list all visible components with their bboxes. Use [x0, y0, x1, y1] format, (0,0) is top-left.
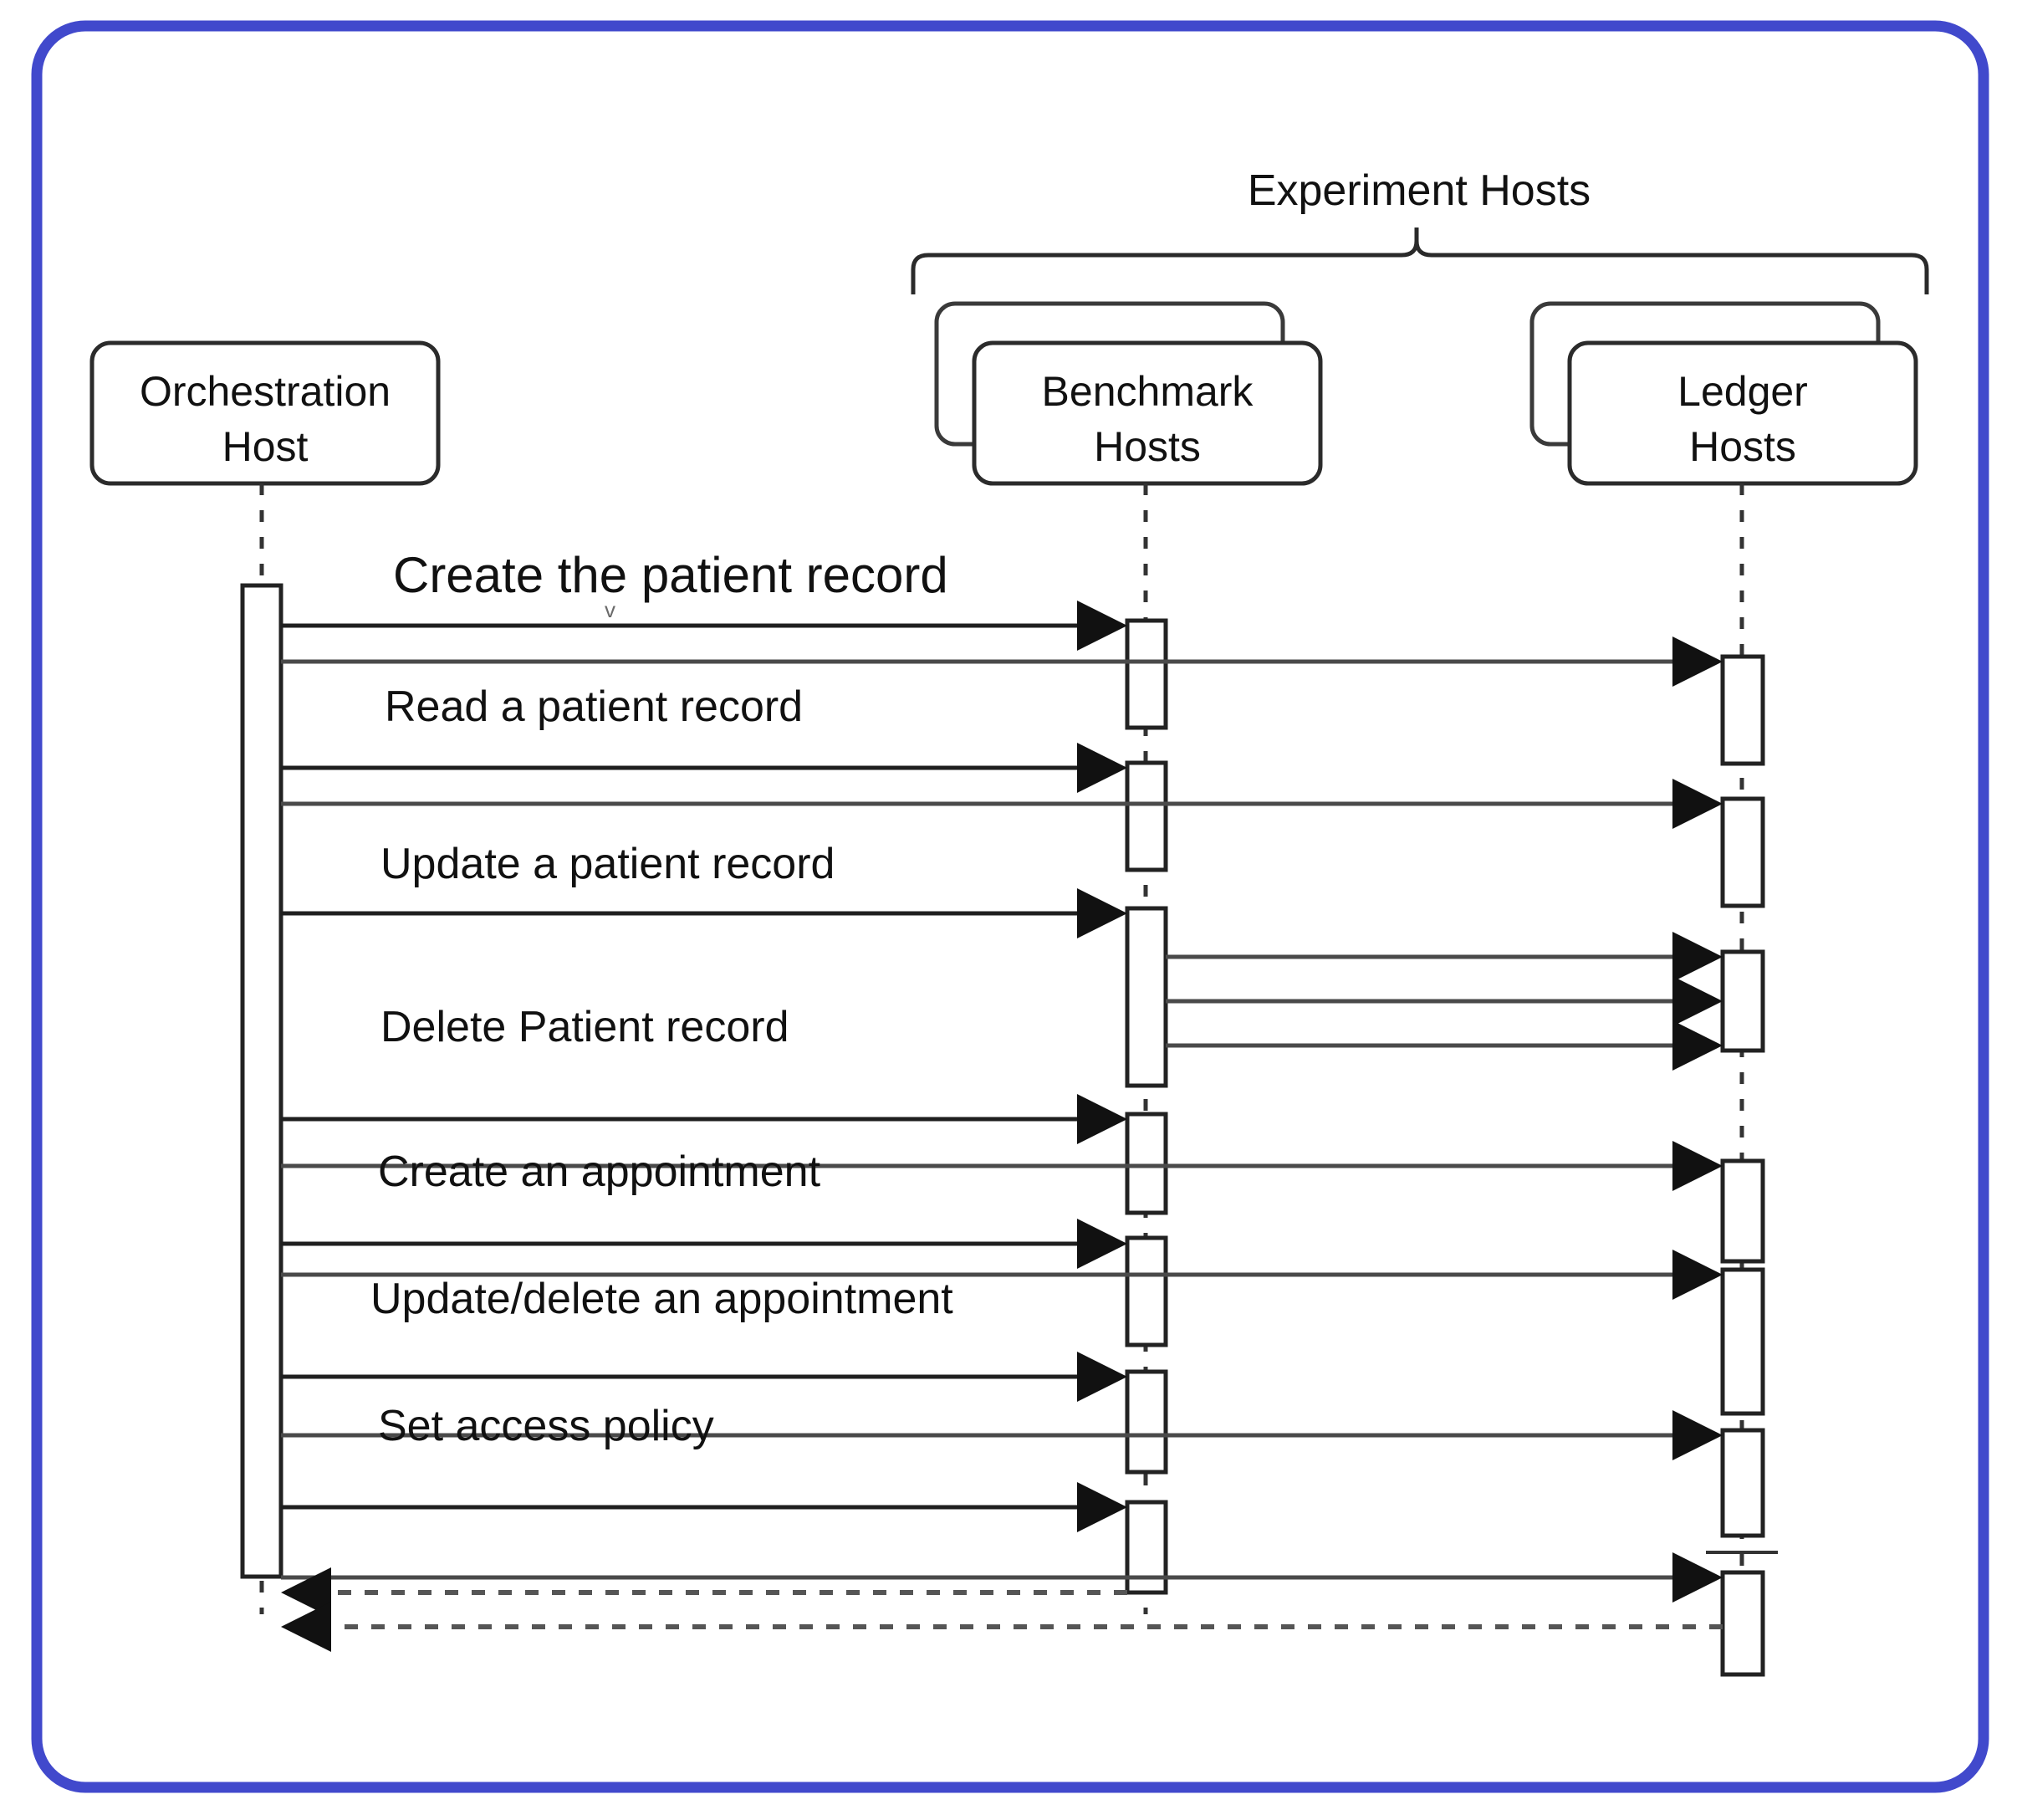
- activation-orchestration: [240, 583, 283, 1579]
- activation-ledger-4: [1720, 1158, 1765, 1264]
- activation-ledger-3: [1720, 949, 1765, 1053]
- msg-arrowhead-3: [1077, 888, 1127, 938]
- return-messages: [281, 1567, 1723, 1652]
- activation-ledger-7: [1720, 1570, 1765, 1677]
- activation-ledger-2: [1720, 796, 1765, 908]
- msg-arrowhead-1: [1077, 601, 1127, 651]
- msg-arrowhead-5: [1077, 1219, 1127, 1269]
- message-label-1: Create the patient record: [393, 547, 948, 603]
- stray-glyph-artifact: v: [605, 597, 615, 622]
- fwd-arrowhead-3a: [1672, 932, 1723, 982]
- activation-ledger-5: [1720, 1267, 1765, 1416]
- fwd-arrowhead-6: [1672, 1410, 1723, 1460]
- message-label-7: Set access policy: [378, 1402, 714, 1450]
- fwd-arrowhead-2: [1672, 779, 1723, 829]
- activation-benchmark-2: [1125, 760, 1168, 872]
- diagram-frame-border: [31, 20, 1989, 1793]
- activation-benchmark-5: [1125, 1235, 1168, 1347]
- fwd-arrowhead-1: [1672, 636, 1723, 687]
- message-label-2: Read a patient record: [385, 682, 803, 731]
- orchestration-host-label-line1: Orchestration: [140, 368, 391, 415]
- fwd-arrowhead-3b: [1672, 976, 1723, 1026]
- activation-ledger-1: [1720, 654, 1765, 766]
- activation-benchmark-6: [1125, 1369, 1168, 1475]
- benchmark-activation-bars: [1125, 618, 1168, 1595]
- experiment-hosts-label: Experiment Hosts: [1248, 166, 1591, 215]
- message-label-5: Create an appointment: [378, 1148, 821, 1196]
- msg-arrowhead-7: [1077, 1482, 1127, 1532]
- participant-benchmark-hosts[interactable]: [934, 301, 1323, 486]
- fwd-arrowhead-5: [1672, 1250, 1723, 1300]
- return-arrowhead-ledger: [281, 1602, 331, 1652]
- experiment-hosts-brace-group: [911, 228, 1929, 294]
- message-label-6: Update/delete an appointment: [370, 1275, 953, 1323]
- orchestration-host-label-line2: Host: [222, 423, 309, 470]
- benchmark-hosts-label-line2: Hosts: [1094, 423, 1201, 470]
- benchmark-hosts-label-line1: Benchmark: [1042, 368, 1254, 415]
- ledger-activation-bars: [1706, 654, 1778, 1677]
- return-arrowhead-benchmark: [281, 1567, 331, 1618]
- ledger-hosts-label-line1: Ledger: [1677, 368, 1808, 415]
- messages-orchestration-to-benchmark: [281, 601, 1127, 1532]
- msg-arrowhead-4: [1077, 1094, 1127, 1144]
- fwd-arrowhead-7: [1672, 1552, 1723, 1603]
- fwd-arrowhead-3c: [1672, 1020, 1723, 1071]
- activation-benchmark-1: [1125, 618, 1168, 730]
- participant-ledger-hosts[interactable]: [1529, 301, 1918, 486]
- message-label-3: Update a patient record: [380, 840, 835, 888]
- activation-ledger-6: [1720, 1428, 1765, 1538]
- messages-benchmark-to-ledger: [281, 636, 1723, 1603]
- fwd-arrowhead-4: [1672, 1141, 1723, 1191]
- msg-arrowhead-6: [1077, 1352, 1127, 1402]
- activation-benchmark-3: [1125, 906, 1168, 1088]
- experiment-hosts-brace: [911, 228, 1929, 294]
- ledger-hosts-label-line2: Hosts: [1689, 423, 1796, 470]
- activation-benchmark-4: [1125, 1112, 1168, 1215]
- message-label-4: Delete Patient record: [380, 1003, 789, 1051]
- orchestration-host-box[interactable]: [89, 340, 441, 486]
- msg-arrowhead-2: [1077, 743, 1127, 793]
- participant-orchestration-host[interactable]: [89, 340, 441, 486]
